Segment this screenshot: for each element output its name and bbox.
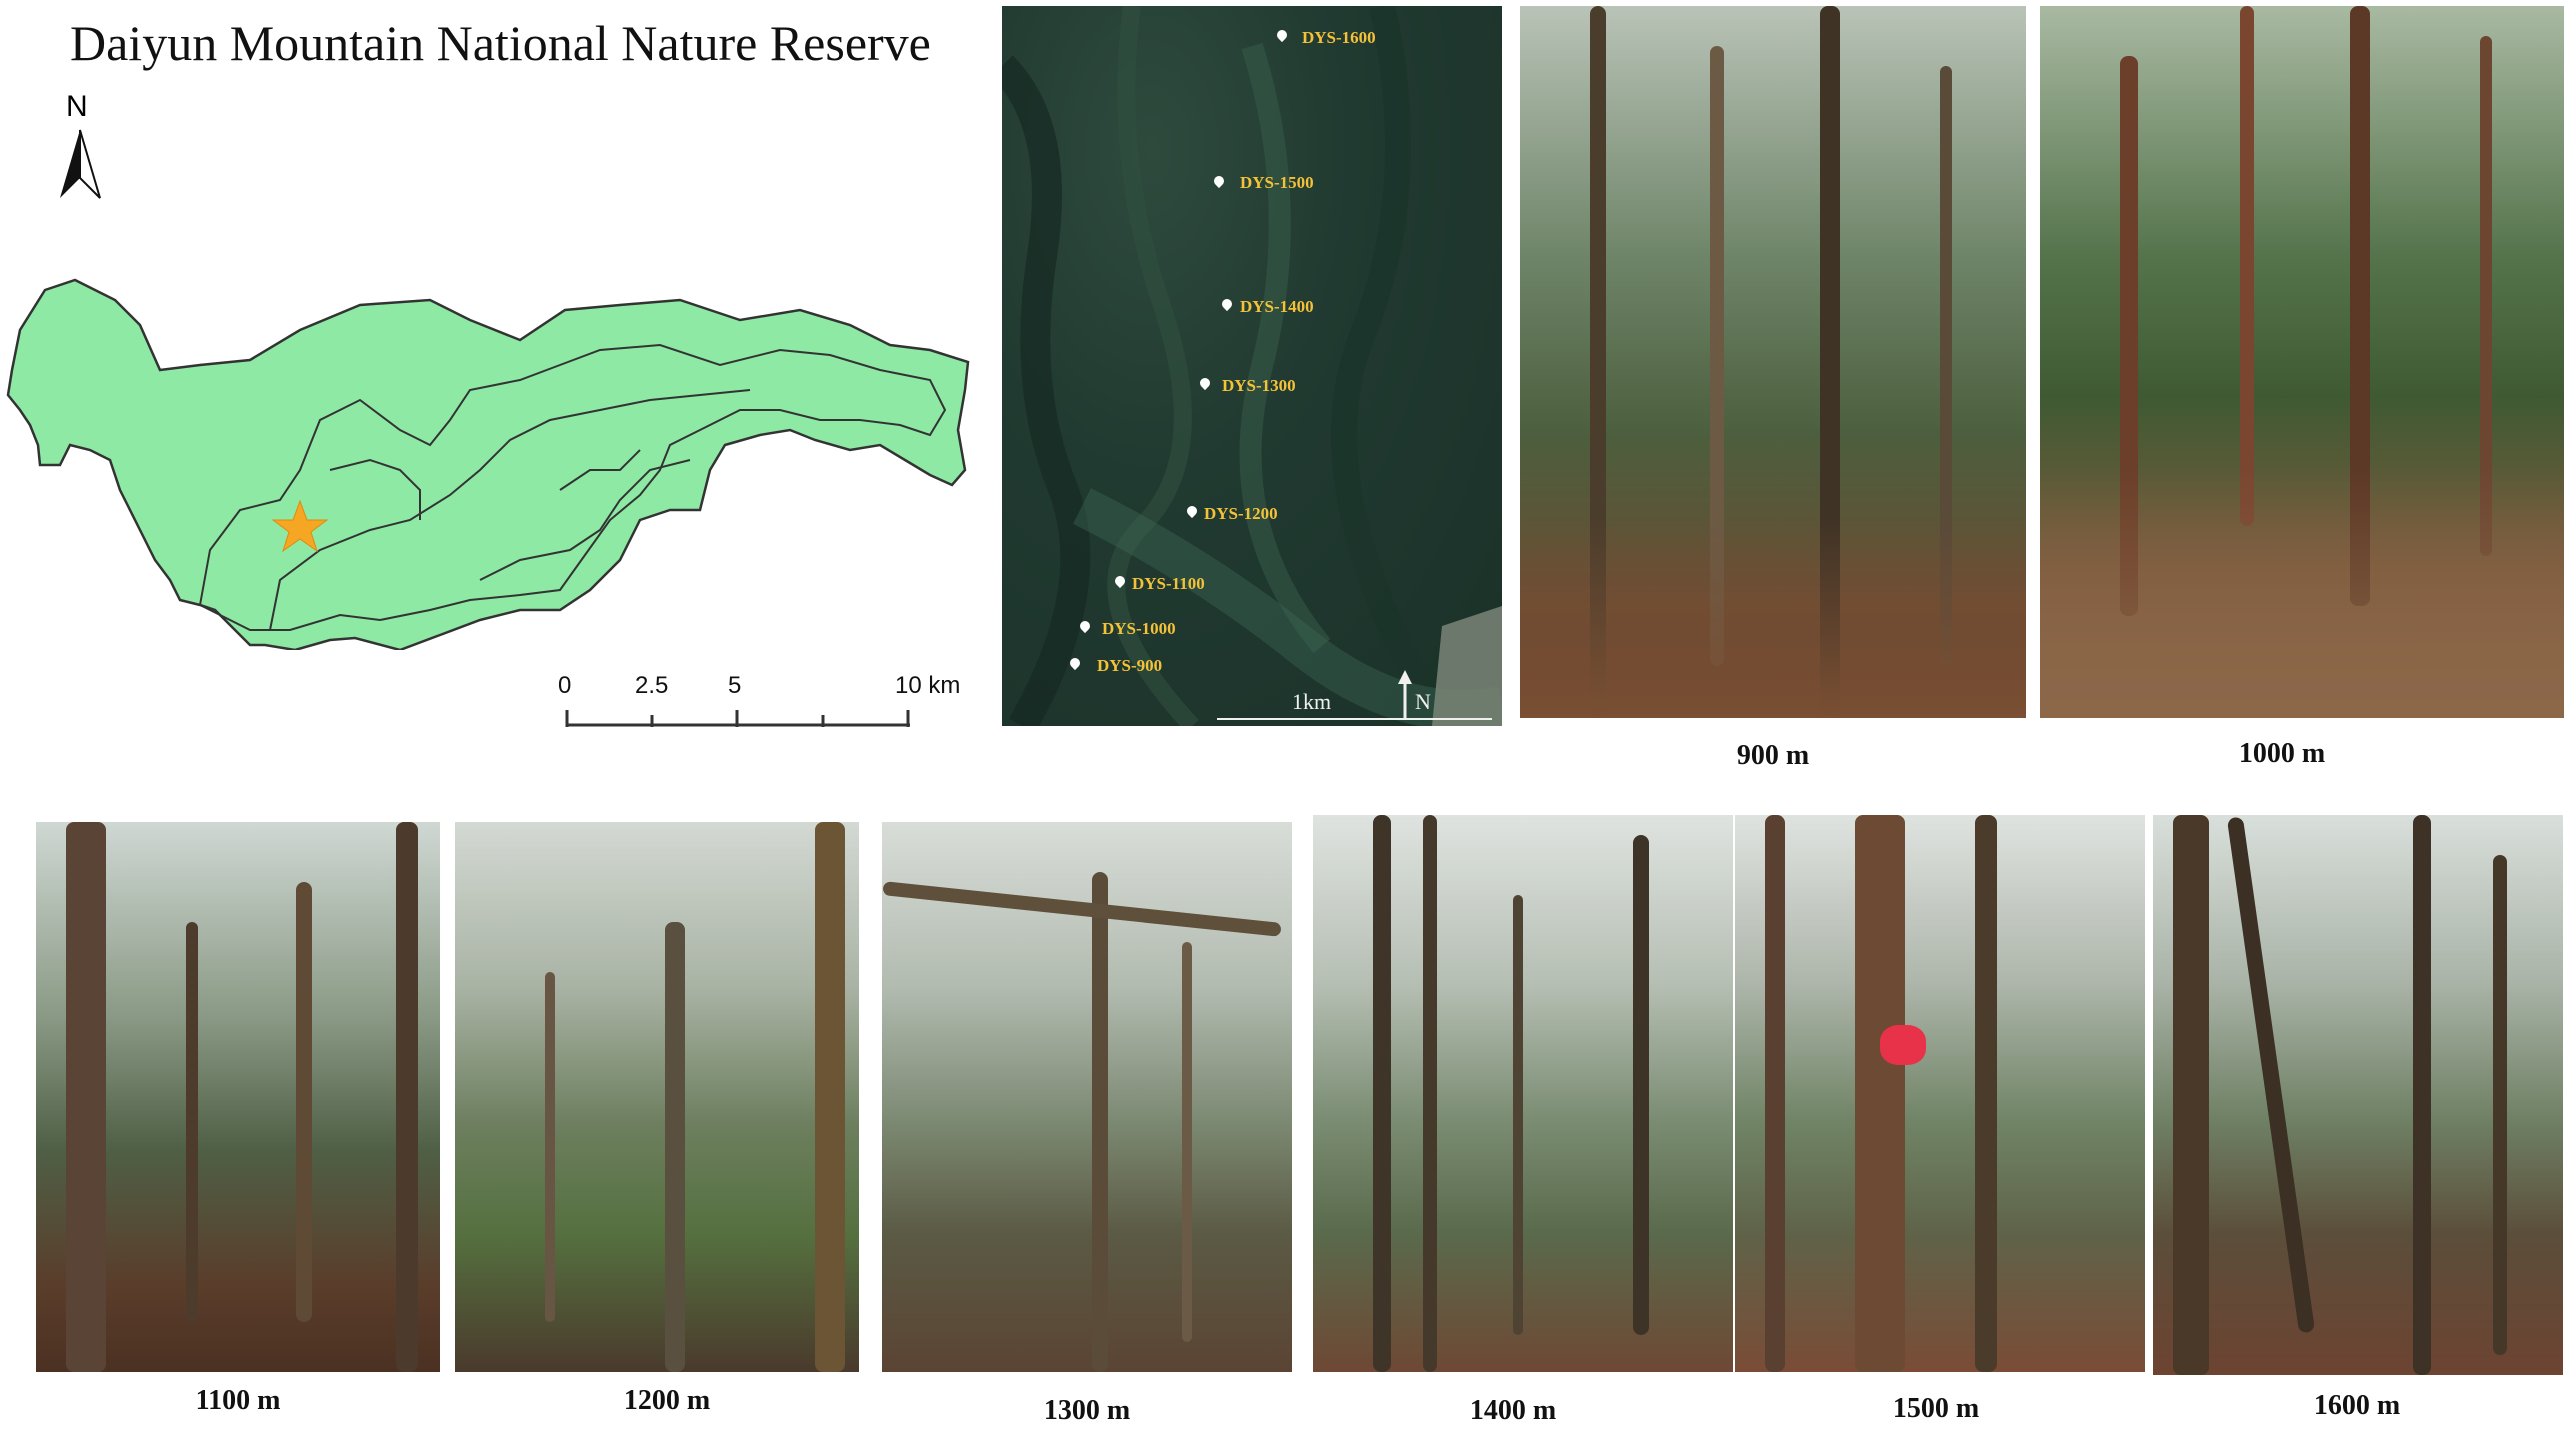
plot-label-1500: DYS-1500 <box>1240 173 1314 192</box>
photo-caption-1200m: 1200 m <box>623 1385 711 1416</box>
photo-900m <box>1520 6 2026 718</box>
scale-tick-5: 5 <box>728 672 742 699</box>
map-title: Daiyun Mountain National Nature Reserve <box>70 15 931 71</box>
plot-label-1200: DYS-1200 <box>1204 504 1278 523</box>
photo-caption-1300m: 1300 m <box>1043 1395 1131 1426</box>
photo-1000m <box>2040 6 2564 718</box>
north-label: N <box>66 90 88 123</box>
photo-1100m <box>36 822 440 1372</box>
scale-tick-2-5: 2.5 <box>635 672 669 699</box>
photo-caption-1600m: 1600 m <box>2313 1390 2401 1421</box>
north-arrow-icon <box>60 129 101 199</box>
plot-label-1400: DYS-1400 <box>1240 297 1314 316</box>
plot-label-1100: DYS-1100 <box>1132 574 1205 593</box>
reserve-map <box>6 278 970 650</box>
photo-caption-1400m: 1400 m <box>1469 1395 1557 1426</box>
plot-label-1300: DYS-1300 <box>1222 376 1296 395</box>
satellite-north-label: N <box>1415 689 1431 714</box>
photo-1600m <box>2153 815 2563 1375</box>
reserve-outline <box>6 278 970 650</box>
photo-1300m <box>882 822 1292 1372</box>
scale-tick-10: 10 km <box>895 672 961 699</box>
photo-caption-1500m: 1500 m <box>1892 1393 1980 1424</box>
photo-caption-1000m: 1000 m <box>2238 738 2326 769</box>
scale-bar <box>565 710 910 727</box>
photo-1400m <box>1313 815 1733 1372</box>
plot-label-1600: DYS-1600 <box>1302 28 1376 47</box>
star-icon <box>271 499 329 553</box>
satellite-image: DYS-1600 DYS-1500 DYS-1400 DYS-1300 DYS-… <box>1002 6 1502 726</box>
plot-label-1000: DYS-1000 <box>1102 619 1176 638</box>
photo-1200m <box>455 822 859 1372</box>
photo-1500m <box>1735 815 2145 1372</box>
photo-caption-900m: 900 m <box>1736 740 1810 771</box>
satellite-scale-label: 1km <box>1292 689 1332 714</box>
photo-caption-1100m: 1100 m <box>195 1385 281 1416</box>
scale-tick-0: 0 <box>558 672 572 699</box>
plot-label-900: DYS-900 <box>1097 656 1163 675</box>
